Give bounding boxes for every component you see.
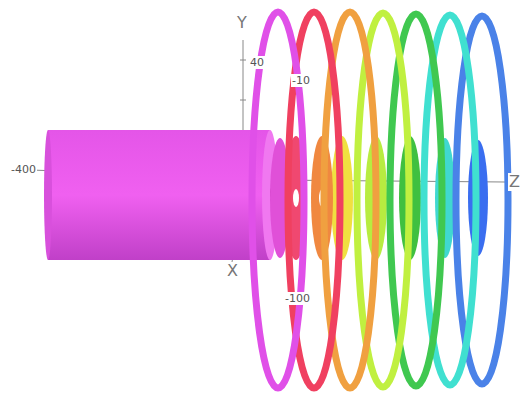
axis-label: X (226, 262, 239, 280)
tick-label: -400 (10, 163, 37, 176)
tick-label: -100 (284, 292, 311, 305)
axis-label: Z (508, 173, 521, 191)
rings (252, 12, 508, 388)
axis-label: Y (236, 14, 248, 32)
tick-label: 40 (249, 56, 265, 69)
cylinder (44, 130, 278, 260)
tick-label: -10 (291, 74, 311, 87)
